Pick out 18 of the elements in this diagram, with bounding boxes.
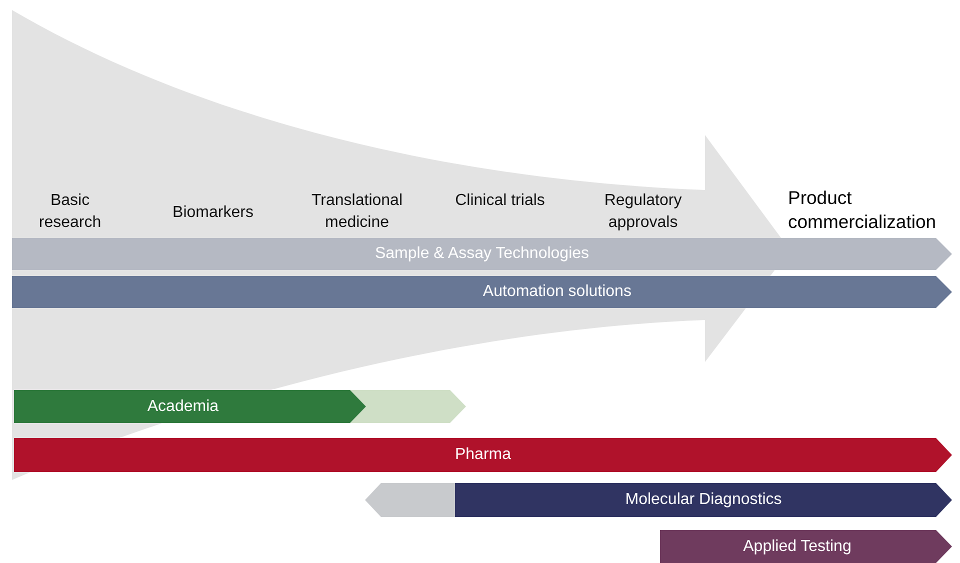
stage-label: Regulatory approvals <box>603 191 683 233</box>
arrow-band <box>14 390 366 423</box>
arrow-band <box>12 276 952 308</box>
arrow-band <box>660 530 952 563</box>
band-label: Pharma <box>454 446 512 464</box>
band-label: Sample & Assay Technologies <box>374 245 590 263</box>
band-label: Academia <box>147 398 219 416</box>
band-label: Molecular Diagnostics <box>625 491 782 509</box>
arrow-band <box>455 483 952 517</box>
stage-label: Translational medicine <box>310 191 404 233</box>
stage-label: Clinical trials <box>455 191 545 211</box>
stage-label: Product commercialization <box>788 186 938 234</box>
arrow-band <box>12 238 952 270</box>
band-label: Applied Testing <box>743 538 852 556</box>
stage-label: Biomarkers <box>172 203 254 223</box>
band-label: Automation solutions <box>482 283 632 301</box>
arrow-band <box>14 438 952 472</box>
stage-label: Basic research <box>38 191 102 233</box>
